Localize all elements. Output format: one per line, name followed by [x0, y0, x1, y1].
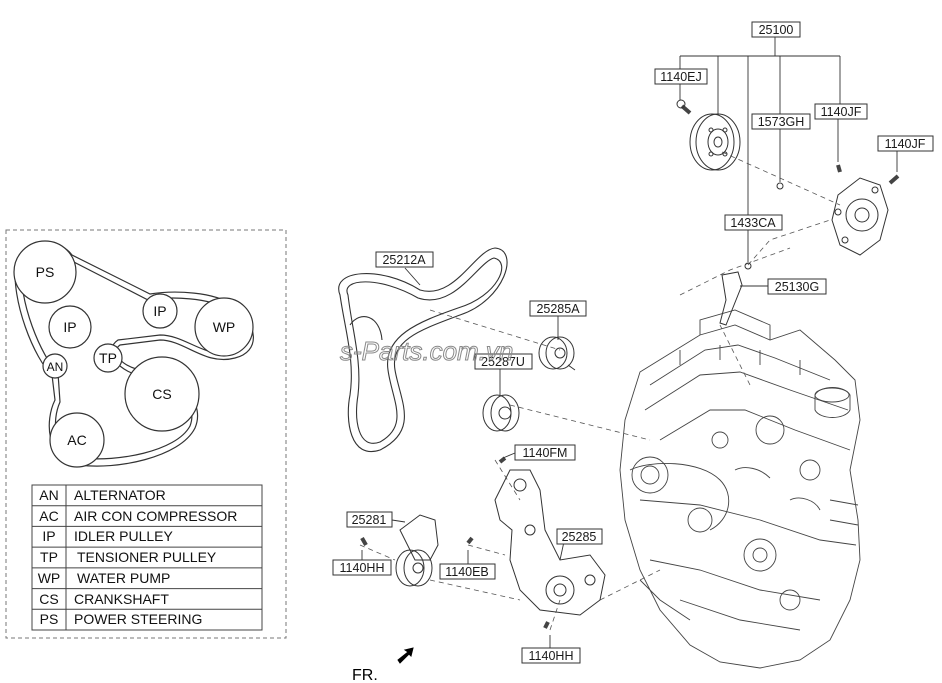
callout-label: 25130G	[775, 280, 819, 294]
legend-row: WP WATER PUMP	[38, 570, 171, 586]
legend-row: AC AIR CON COMPRESSOR	[39, 508, 237, 524]
pulley-ps: PS	[13, 240, 77, 304]
legend-name: WATER PUMP	[77, 570, 170, 586]
legend-code: AC	[39, 508, 58, 524]
belt-routing-panel: PS IP IP WP TP AN CS AC	[5, 229, 287, 639]
pulley-ac: AC	[49, 412, 105, 468]
legend-name: POWER STEERING	[74, 611, 202, 627]
front-direction-label: FR.	[352, 667, 378, 683]
legend-row: IP IDLER PULLEY	[42, 528, 173, 544]
callout-25212a[interactable]: 25212A	[375, 251, 434, 268]
callout-1140hh-bottom[interactable]: 1140HH	[521, 647, 581, 664]
pulley-cs-circle	[124, 356, 200, 432]
water-pump-body-drawing	[744, 164, 900, 270]
callout-25287u[interactable]: 25287U	[474, 353, 533, 370]
callout-label: 1140FM	[523, 446, 568, 460]
callout-25285[interactable]: 25285	[556, 528, 603, 545]
callout-label: 25212A	[382, 253, 426, 267]
legend-code: TP	[40, 549, 58, 565]
callout-label: 25285A	[536, 302, 580, 316]
pulley-ip-upper-circle	[142, 293, 178, 329]
engine-block-drawing	[619, 309, 861, 669]
legend-name: TENSIONER PULLEY	[77, 549, 217, 565]
tensioner-drawing	[360, 514, 439, 587]
pulley-wp: WP	[194, 297, 254, 357]
callout-1140ej[interactable]: 1140EJ	[654, 68, 708, 85]
legend-code: PS	[40, 611, 59, 627]
callout-label: 1433CA	[730, 216, 776, 230]
callout-1140fm[interactable]: 1140FM	[514, 444, 576, 461]
pulley-tp: TP	[93, 343, 123, 373]
pulley-ps-label: PS	[36, 264, 55, 280]
callout-1140eb[interactable]: 1140EB	[439, 563, 496, 580]
gasket-drawing	[719, 271, 743, 326]
callout-label: 1140EJ	[660, 70, 701, 84]
pulley-tp-circle	[93, 343, 123, 373]
pulley-ps-circle	[13, 240, 77, 304]
legend-row: CS CRANKSHAFT	[39, 591, 169, 607]
callout-label: 1140HH	[340, 561, 385, 575]
callout-label: 1573GH	[758, 115, 805, 129]
belt-path-inner	[20, 247, 246, 460]
pulley-ip-lower: IP	[48, 305, 92, 349]
belt-panel-border	[5, 229, 287, 639]
callout-label: 25287U	[481, 355, 525, 369]
legend-row: PS POWER STEERING	[40, 611, 203, 627]
exploded-view: 25100 1140EJ 1573GH 1140JF 1140JF 1433CA…	[332, 21, 934, 669]
callout-25100[interactable]: 25100	[751, 21, 801, 38]
pulley-ip-lower-label: IP	[63, 319, 76, 335]
leader-lines	[361, 37, 898, 650]
callout-label: 25281	[352, 513, 387, 527]
callout-1140jf-upper[interactable]: 1140JF	[814, 103, 868, 120]
legend-name: AIR CON COMPRESSOR	[74, 508, 237, 524]
legend-row: TP TENSIONER PULLEY	[40, 549, 217, 565]
callout-label: 25100	[759, 23, 794, 37]
callout-label: 1140EB	[445, 565, 489, 579]
watermark: s-Parts.com.vn	[340, 336, 513, 366]
pulley-cs: CS	[124, 356, 200, 432]
legend-code: CS	[39, 591, 58, 607]
pulley-an-circle	[42, 353, 68, 379]
pulley-ip-lower-circle	[48, 305, 92, 349]
pulley-tp-label: TP	[99, 350, 117, 366]
callout-25281[interactable]: 25281	[346, 511, 393, 528]
callout-25130g[interactable]: 25130G	[767, 278, 827, 295]
front-arrow-icon	[397, 647, 414, 664]
callout-1433ca[interactable]: 1433CA	[724, 214, 783, 231]
callout-label: 25285	[562, 530, 597, 544]
legend-code: WP	[38, 570, 61, 586]
tensioner-bracket-drawing	[466, 456, 606, 629]
legend-name: IDLER PULLEY	[74, 528, 173, 544]
callout-25285a[interactable]: 25285A	[529, 300, 587, 317]
drive-belt-drawing	[338, 247, 508, 453]
pulley-ac-label: AC	[67, 432, 86, 448]
pulley-an-label: AN	[47, 360, 64, 374]
idler-pulley-drawing	[538, 336, 576, 371]
callout-label: 1140HH	[529, 649, 574, 663]
legend-name: CRANKSHAFT	[74, 591, 169, 607]
pulley-ip-upper: IP	[142, 293, 178, 329]
callout-1140hh-left[interactable]: 1140HH	[332, 559, 392, 576]
callout-label: 1140JF	[821, 105, 862, 119]
legend-name: ALTERNATOR	[74, 487, 166, 503]
legend-row: AN ALTERNATOR	[39, 487, 166, 503]
pulley-ip-upper-label: IP	[153, 303, 166, 319]
pulley-wp-label: WP	[213, 319, 236, 335]
water-pump-pulley-drawing	[676, 99, 741, 171]
pulley-wp-circle	[194, 297, 254, 357]
guide-lines	[359, 151, 841, 631]
callout-1573gh[interactable]: 1573GH	[751, 113, 811, 130]
belt-path	[14, 242, 254, 467]
pulley-ac-circle	[49, 412, 105, 468]
legend-table: AN ALTERNATOR AC AIR CON COMPRESSOR IP I…	[31, 484, 263, 631]
legend-code: IP	[42, 528, 55, 544]
idler-pulley-small-drawing	[482, 394, 520, 432]
pulley-an: AN	[42, 353, 68, 379]
pulley-cs-label: CS	[152, 386, 171, 402]
callout-label: 1140JF	[885, 137, 926, 151]
legend-code: AN	[39, 487, 58, 503]
callout-1140jf-right[interactable]: 1140JF	[877, 135, 934, 152]
